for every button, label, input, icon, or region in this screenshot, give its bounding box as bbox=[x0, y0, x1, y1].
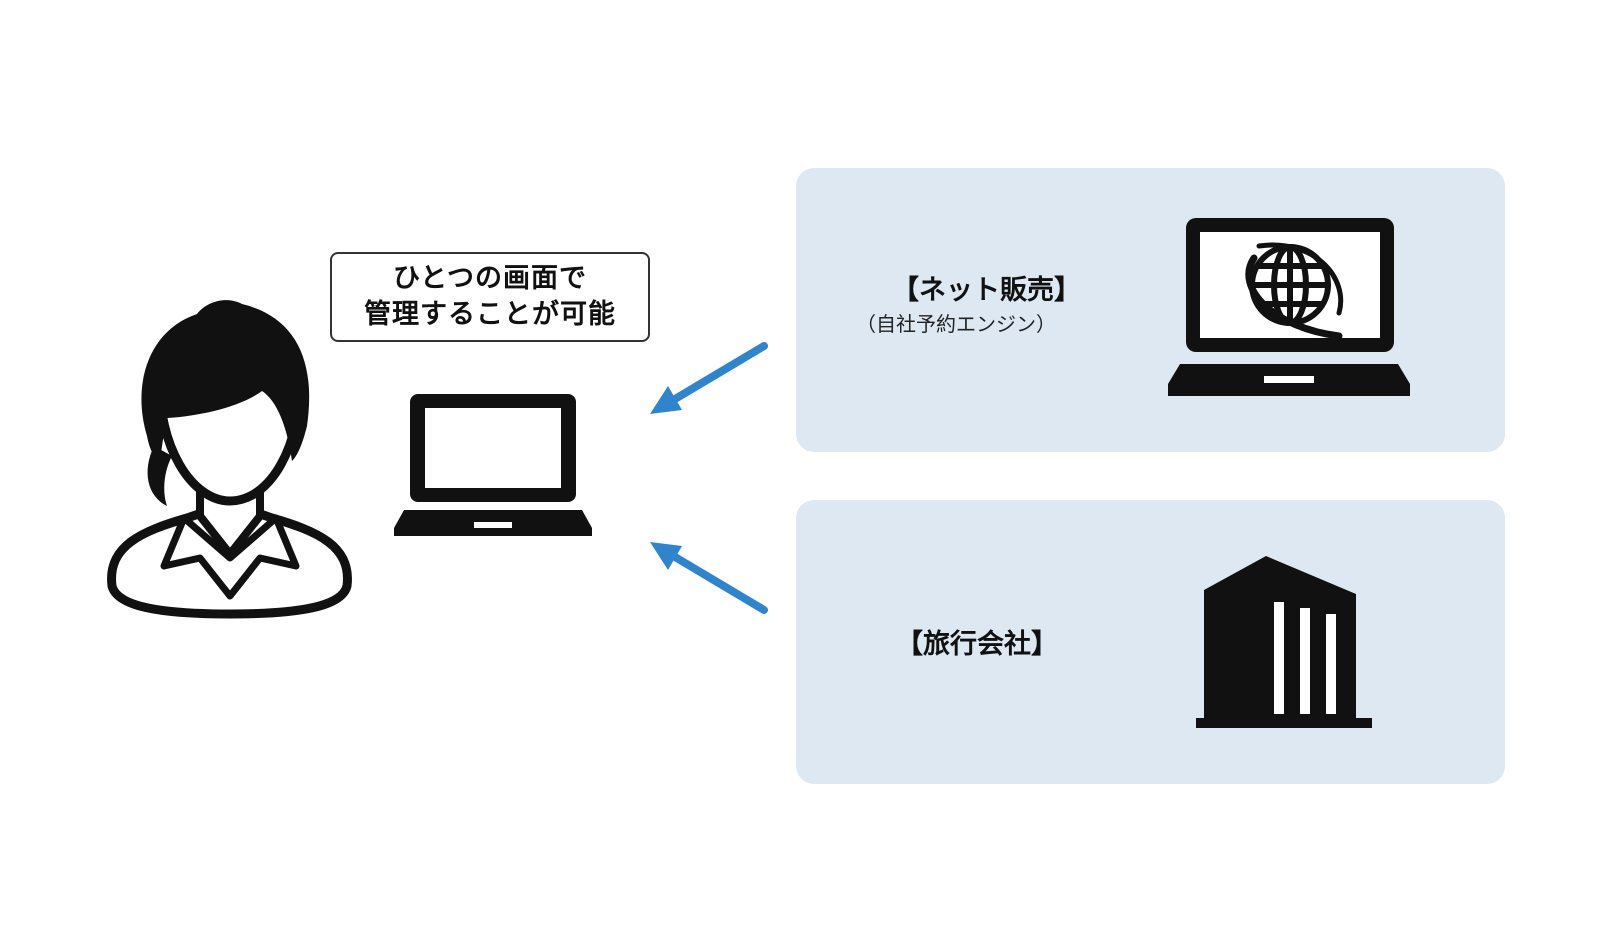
person-icon bbox=[102, 296, 362, 626]
laptop-globe-icon bbox=[1164, 218, 1414, 403]
arrow-from-net-sales bbox=[648, 340, 768, 420]
laptop-icon bbox=[392, 388, 594, 540]
arrow-from-travel-agency bbox=[648, 536, 768, 616]
callout-line-1: ひとつの画面で bbox=[392, 263, 588, 294]
net-sales-subtitle: （自社予約エンジン） bbox=[856, 312, 1056, 336]
travel-agency-title: 【旅行会社】 bbox=[896, 629, 1058, 660]
callout-line-2: 管理することが可能 bbox=[364, 299, 616, 330]
net-sales-panel: 【ネット販売】 （自社予約エンジン） bbox=[796, 168, 1505, 452]
callout-box: ひとつの画面で 管理することが可能 bbox=[330, 252, 650, 342]
travel-agency-panel: 【旅行会社】 bbox=[796, 500, 1505, 784]
net-sales-title: 【ネット販売】 bbox=[892, 275, 1081, 306]
building-icon bbox=[1194, 552, 1374, 732]
